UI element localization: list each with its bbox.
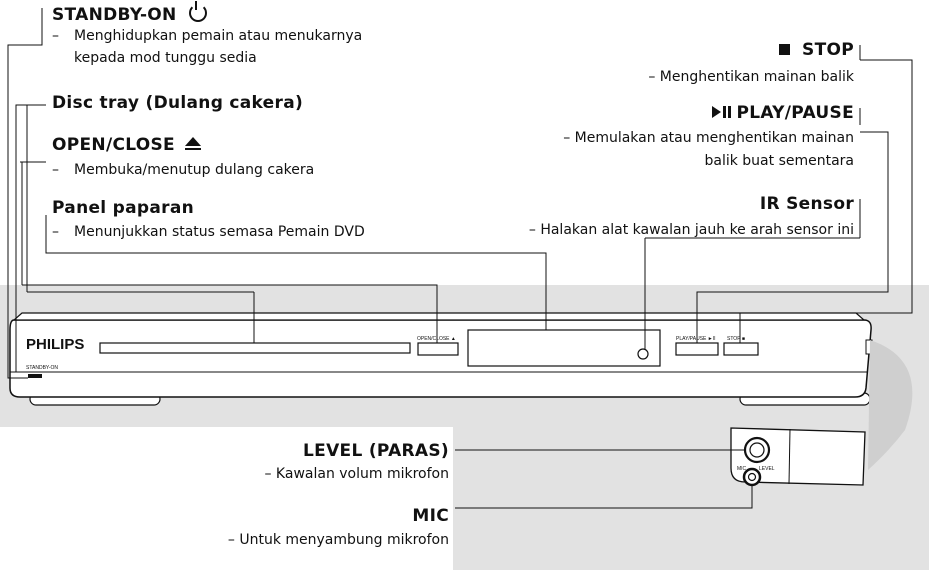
play-pause-title-text: PLAY/PAUSE	[736, 103, 854, 123]
standby-title-text: STANDBY-ON	[52, 5, 177, 25]
open-close-desc-line: –Membuka/menutup dulang cakera	[52, 162, 315, 178]
side-panel-sweep	[868, 340, 913, 470]
play-pause-button	[675, 342, 719, 356]
standby-title: STANDBY-ON	[52, 1, 207, 25]
standby-desc-2: kepada mod tunggu sedia	[74, 50, 257, 66]
open-close-title-text: OPEN/CLOSE	[52, 135, 175, 155]
standby-mini-label: STANDBY-ON	[26, 365, 58, 371]
mic-jack-hole	[747, 472, 757, 482]
standby-button	[28, 374, 42, 378]
level-title: LEVEL (PARAS)	[303, 441, 449, 461]
stop-title: STOP	[779, 40, 854, 60]
open-close-button	[417, 342, 459, 356]
stop-title-text: STOP	[802, 40, 854, 60]
stop-desc: – Menghentikan mainan balik	[648, 69, 854, 85]
ir-sensor-desc: – Halakan alat kawalan jauh ke arah sens…	[528, 222, 854, 238]
open-close-title: OPEN/CLOSE	[52, 135, 202, 155]
ir-sensor-title: IR Sensor	[759, 194, 854, 214]
player-body	[9, 319, 872, 398]
mic-title: MIC	[412, 506, 449, 526]
player-top-edge	[12, 312, 866, 321]
play-pause-mini-label: PLAY/PAUSE ►II	[676, 336, 716, 342]
stop-icon	[779, 44, 791, 55]
stop-button	[723, 342, 759, 356]
ir-sensor-circle	[637, 348, 649, 360]
panel-title: Panel paparan	[52, 198, 194, 218]
panel-desc: Menunjukkan status semasa Pemain DVD	[74, 224, 365, 240]
play-pause-desc-2: balik buat sementara	[704, 153, 854, 169]
stop-mini-label: STOP ■	[727, 336, 745, 342]
side-panel-divider	[788, 428, 791, 485]
play-pause-icon	[712, 106, 732, 118]
disc-tray-title: Disc tray (Dulang cakera)	[52, 93, 304, 113]
disc-tray-slot	[99, 342, 411, 354]
power-icon	[188, 1, 207, 22]
level-knob-inner	[749, 442, 765, 458]
mic-mini-label: MIC	[737, 466, 747, 472]
mic-desc: – Untuk menyambung mikrofon	[227, 532, 449, 548]
leader-lines	[7, 8, 913, 509]
level-mini-label: LEVEL	[759, 466, 775, 472]
open-close-mini-label: OPEN/CLOSE ▲	[417, 336, 456, 342]
standby-desc-line1: –Menghidupkan pemain atau menukarnya	[52, 28, 363, 44]
level-desc: – Kawalan volum mikrofon	[264, 466, 449, 482]
panel-desc-line: –Menunjukkan status semasa Pemain DVD	[52, 224, 365, 240]
display-panel	[467, 329, 661, 367]
play-pause-title: PLAY/PAUSE	[712, 103, 854, 123]
standby-desc-1: Menghidupkan pemain atau menukarnya	[74, 28, 363, 44]
open-close-desc: Membuka/menutup dulang cakera	[74, 162, 315, 178]
brand-logo: PHILIPS	[26, 336, 84, 353]
eject-icon	[185, 137, 202, 151]
play-pause-desc-1: – Memulakan atau menghentikan mainan	[563, 130, 854, 146]
